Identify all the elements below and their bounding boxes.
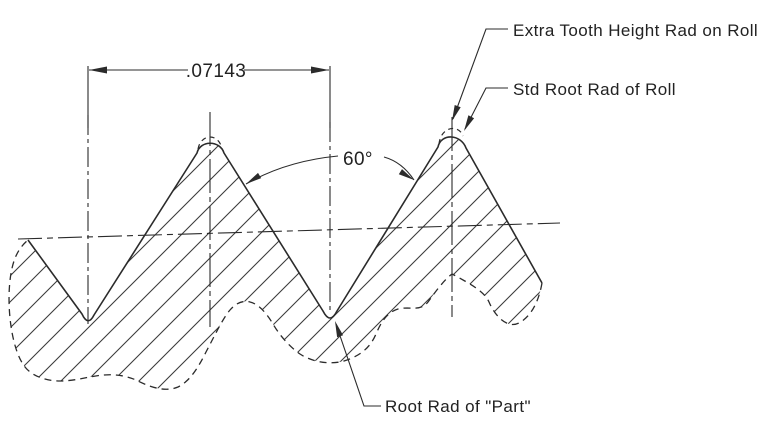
blank-outline-dashed — [8, 239, 543, 390]
material-hatch-region — [9, 136, 543, 390]
root-rad-part-arrow — [335, 321, 344, 338]
dimension-arrow-right — [311, 66, 329, 74]
angle-arc-right — [383, 156, 415, 181]
root-rad-part-leader — [335, 323, 381, 407]
std-root-label: Std Root Rad of Roll — [513, 80, 676, 99]
std-root-leader — [464, 87, 508, 130]
angle-arrow-left — [246, 172, 262, 184]
pitch-centerline — [17, 222, 561, 240]
tooth2-extra-height-arc — [438, 127, 464, 145]
angle-text: 60° — [343, 149, 373, 170]
dimension-arrow-left — [89, 66, 107, 74]
extra-tooth-arrow — [452, 105, 461, 121]
angle-arrow-right — [398, 169, 414, 180]
pitch-dimension-text: .07143 — [186, 61, 247, 82]
extra-tooth-label: Extra Tooth Height Rad on Roll — [513, 21, 758, 40]
angle-arc-left — [245, 155, 339, 185]
root-rad-part-label: Root Rad of "Part" — [385, 397, 531, 416]
extra-tooth-leader — [452, 28, 508, 120]
std-root-arrow — [464, 115, 475, 131]
